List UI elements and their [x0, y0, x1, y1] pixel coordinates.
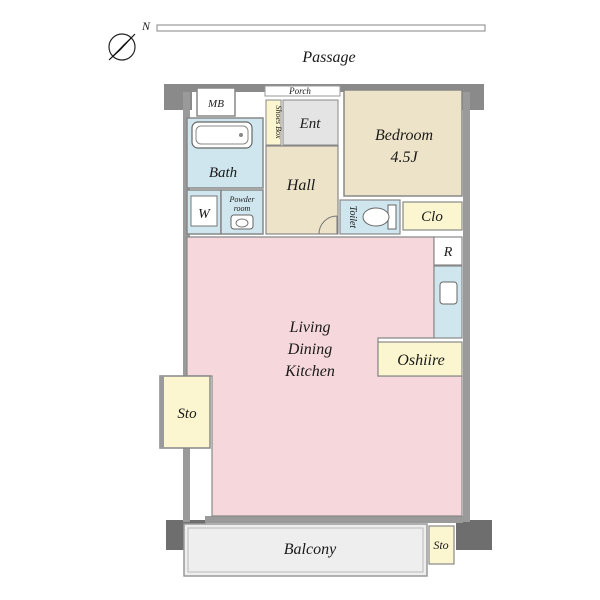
ldk-label-line2: Dining [287, 341, 332, 358]
mb-label: MB [207, 98, 224, 110]
bath-label: Bath [209, 165, 237, 181]
sto-right-label: Sto [433, 538, 448, 552]
refrigerator-space [433, 236, 463, 266]
ent-label: Ent [299, 116, 322, 132]
shoes-box [265, 99, 282, 146]
door-swing [318, 215, 338, 235]
mb-room [196, 87, 236, 117]
bathtub-icon [191, 121, 253, 149]
balcony-label: Balcony [284, 541, 337, 558]
balcony [183, 523, 428, 577]
shoes-box-label: Shoes Box [274, 105, 283, 139]
hall-label: Hall [286, 177, 316, 194]
bedroom-label-line1: Bedroom [375, 127, 433, 144]
powder-label-line1: Powder [229, 195, 256, 204]
powder-label-line2: room [234, 204, 251, 213]
storage-right [428, 525, 455, 565]
toilet-icon [362, 207, 390, 227]
ldk-label-line3: Kitchen [284, 363, 335, 380]
sink-icon [230, 214, 254, 230]
clo-label: Clo [421, 209, 443, 225]
bedroom [343, 89, 463, 197]
closet [402, 201, 463, 231]
passage-line [156, 24, 486, 32]
entrance [282, 99, 339, 146]
kitchen-sink-icon [439, 281, 458, 305]
ldk-label-line1: Living [289, 319, 331, 336]
storage-left [159, 375, 211, 449]
bedroom-label-line2: 4.5J [390, 149, 418, 166]
toilet-label: Toilet [347, 206, 358, 229]
north-arrow-icon: N [108, 19, 151, 61]
sto-left-label: Sto [177, 406, 197, 422]
north-label: N [141, 19, 151, 33]
oshiire [377, 341, 463, 377]
porch-label: Porch [288, 86, 311, 96]
r-label: R [443, 245, 453, 260]
w-label: W [198, 207, 211, 222]
oshiire-label: Oshiire [397, 352, 444, 369]
passage-label: Passage [301, 49, 355, 66]
porch-area [264, 85, 341, 97]
